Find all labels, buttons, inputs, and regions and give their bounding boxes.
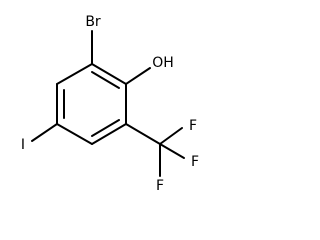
bond-cf3-right-fluorine — [159, 143, 185, 159]
hydroxyl-atom-label: OH — [152, 55, 174, 71]
ring-bond-c6-c1 — [56, 63, 93, 85]
bond-to-hydroxyl — [125, 67, 151, 85]
double-bond-inner-lower-right — [91, 119, 120, 137]
ring-bond-c3-c4 — [91, 123, 127, 145]
double-bond-inner-upper-right — [91, 71, 120, 89]
ring-bond-c4-c5 — [56, 123, 93, 145]
bottom-fluorine-atom-label: F — [156, 178, 164, 194]
top-fluorine-atom-label: F — [189, 118, 197, 134]
bond-cf3-top-fluorine — [159, 127, 183, 145]
molecule-structure-diagram: Br OH I F F F — [21, 14, 199, 194]
molecule-canvas: Br OH I F F F — [20, 14, 200, 194]
bond-to-trifluoromethyl-carbon — [125, 123, 161, 145]
bond-to-iodine — [31, 123, 58, 142]
bromine-atom-label: Br — [85, 14, 101, 30]
ring-bond-c1-c2 — [91, 63, 127, 85]
right-fluorine-atom-label: F — [191, 154, 199, 170]
iodine-atom-label: I — [21, 137, 25, 153]
